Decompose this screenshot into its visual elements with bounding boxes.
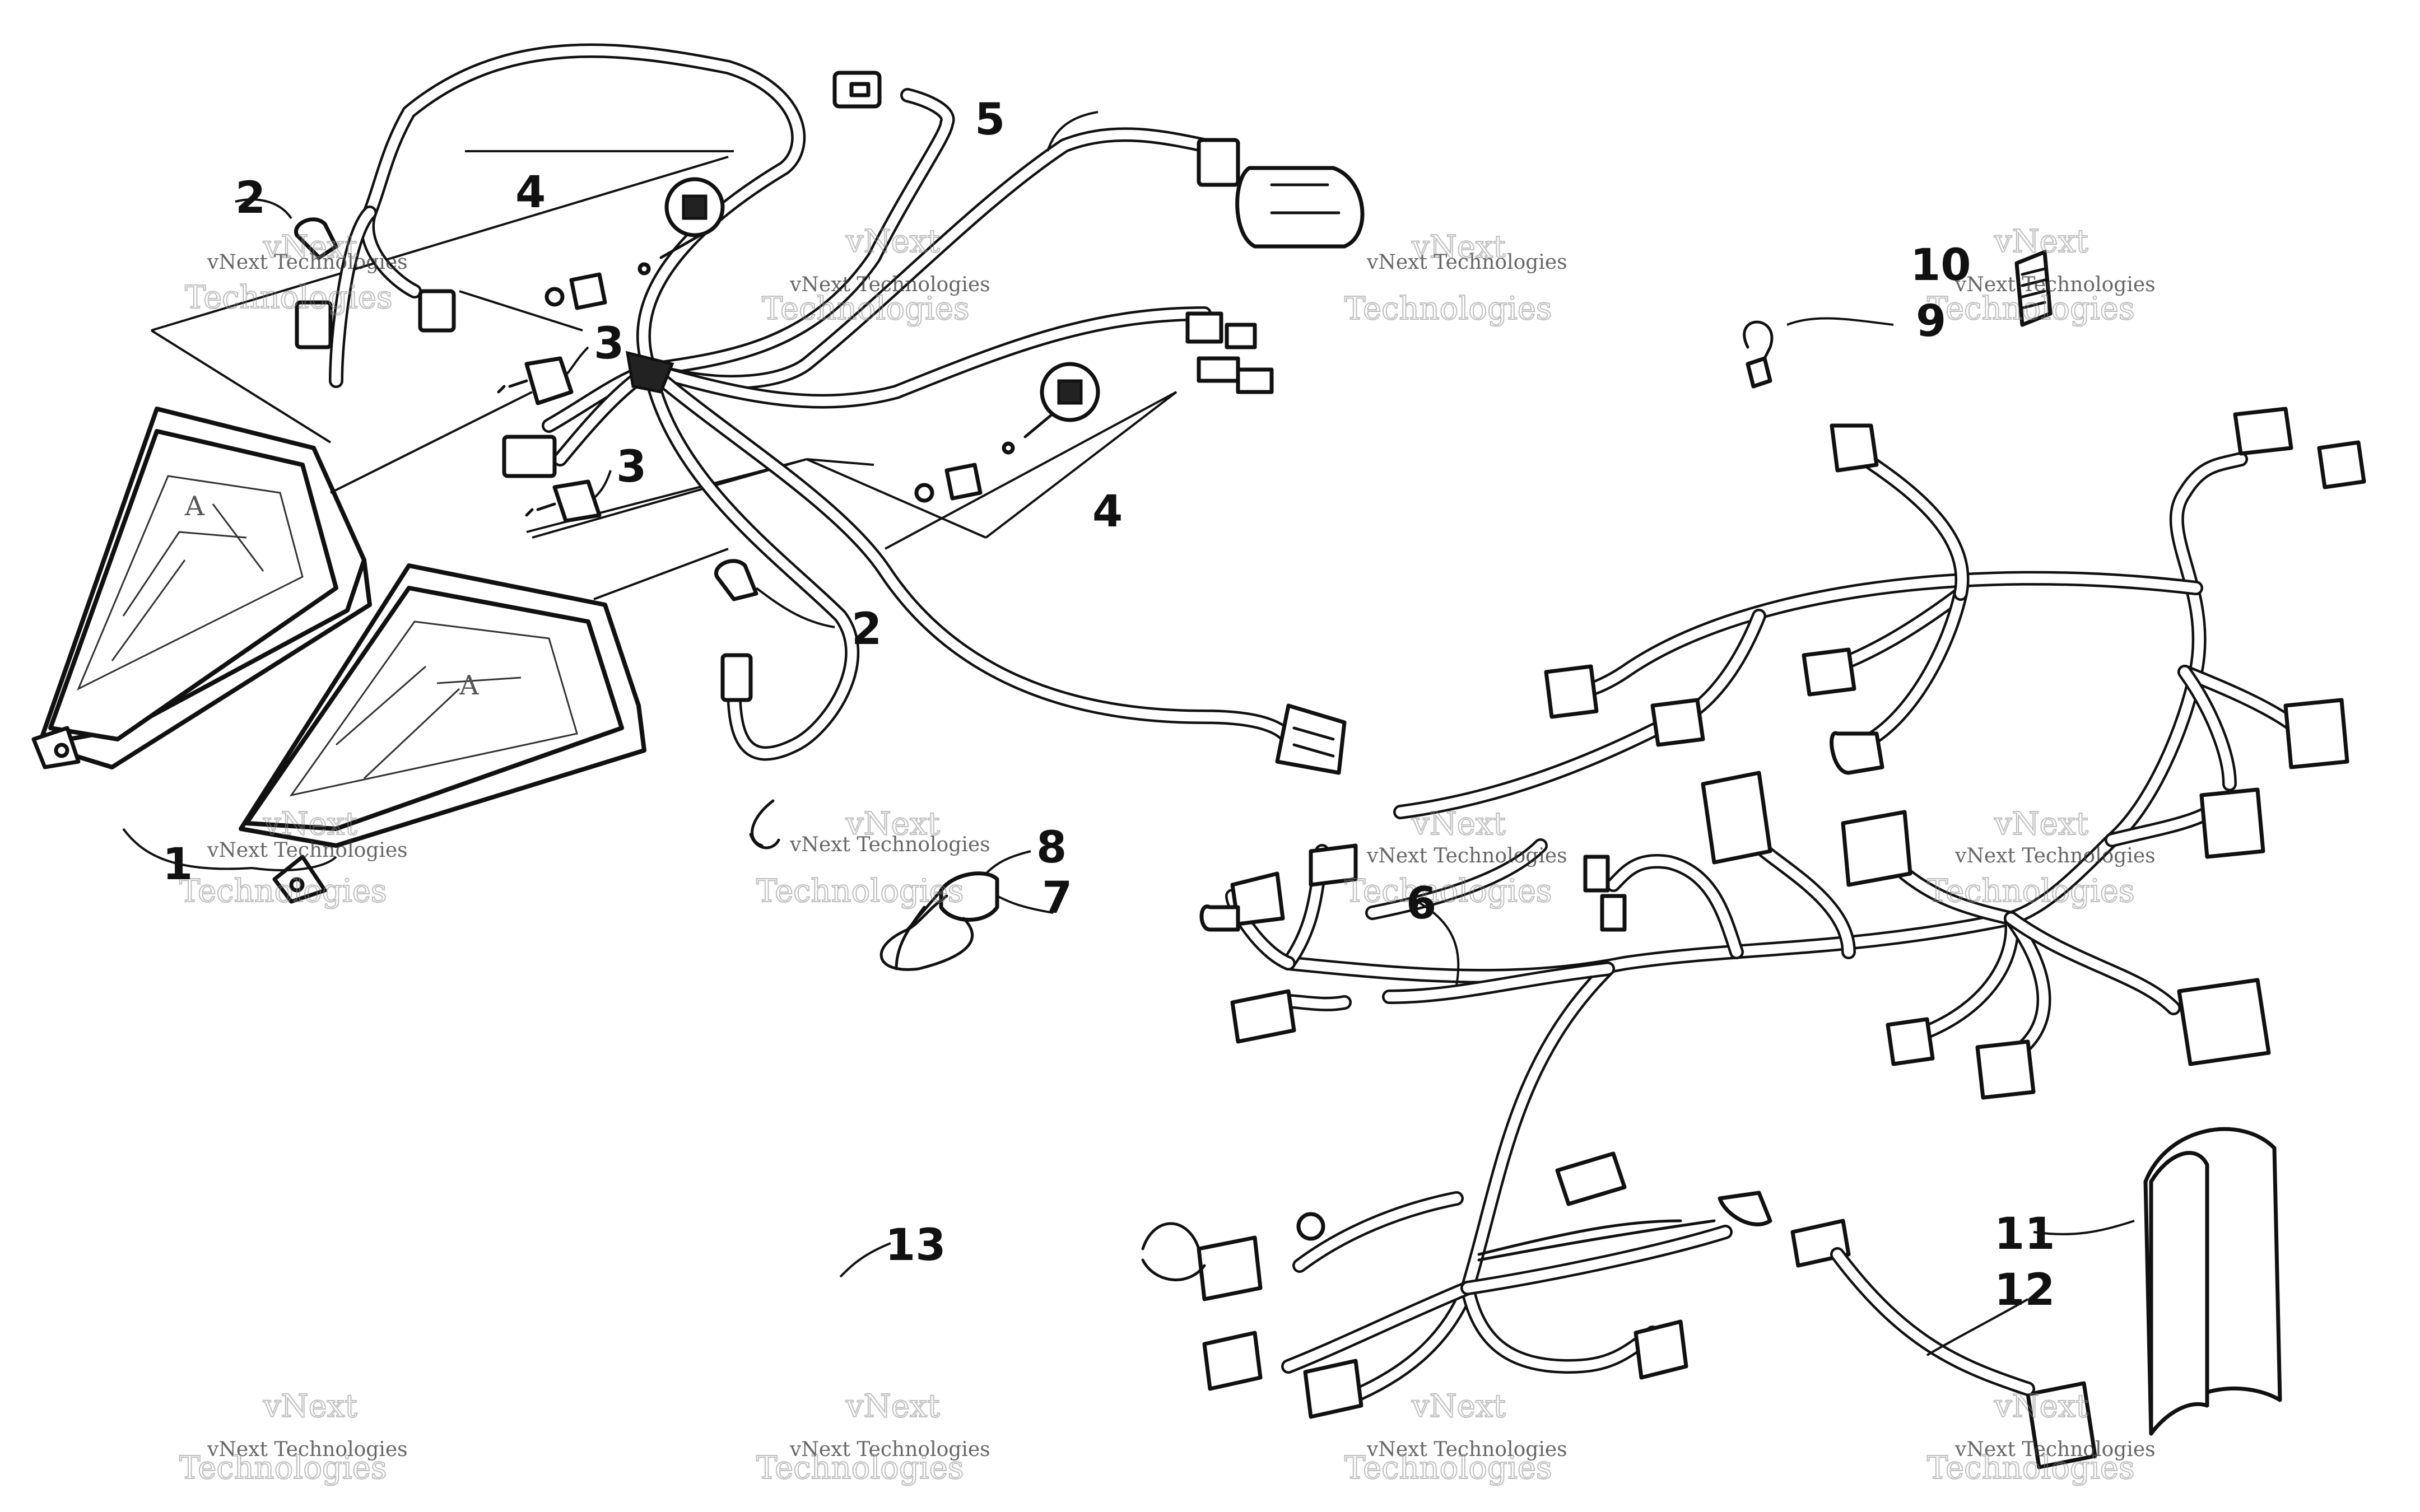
watermark-text: vNext Technologies (789, 1438, 990, 1461)
watermark-text: vNext (1994, 806, 2088, 842)
watermark-text: vNext Technologies (207, 1438, 408, 1461)
watermark-text: Technologies (756, 873, 964, 909)
exploded-view-lines (150, 150, 1178, 600)
watermark-text: vNext (1411, 806, 1506, 842)
callout-4b: 4 (1092, 487, 1123, 537)
main-harness (1197, 407, 2366, 1469)
callout-2b: 2 (851, 604, 882, 655)
leader-lines (122, 111, 2135, 1356)
watermark-text: vNext Technologies (1954, 273, 2156, 296)
watermark-text: Technologies (1927, 1450, 2135, 1486)
watermark-text: vNext Technologies (1366, 844, 1567, 867)
callout-12: 12 (1994, 1265, 2055, 1315)
watermark-text: vNext Technologies (789, 273, 990, 296)
watermark-text: vNext Technologies (1954, 844, 2156, 867)
watermark-text: vNext (845, 1388, 940, 1425)
callout-1: 1 (162, 839, 193, 890)
headlight-harness (295, 43, 1365, 775)
watermark-text: vNext (845, 806, 940, 842)
watermark-text: vNext (263, 229, 357, 265)
svg-text:A: A (184, 491, 205, 522)
watermark-text: Technologies (756, 1450, 964, 1486)
headlight-right: A (239, 563, 646, 904)
watermark-text: vNext (263, 1388, 357, 1425)
watermark-text: vNext Technologies (1366, 251, 1567, 274)
headlight-left: A (31, 407, 372, 769)
watermark-text: Technologies (1344, 873, 1552, 909)
callout-10: 10 (1910, 240, 1971, 291)
watermark-text: vNext (1411, 229, 1506, 265)
callout-4a: 4 (515, 167, 546, 218)
callout-9: 9 (1916, 296, 1946, 347)
watermark-text: vNext (1994, 1388, 2088, 1425)
callout-13: 13 (885, 1220, 946, 1271)
svg-text:A: A (459, 670, 480, 701)
callout-2a: 2 (235, 173, 266, 223)
loose-parts (749, 250, 2282, 1436)
watermark-text: vNext Technologies (789, 833, 990, 856)
callout-7: 7 (1042, 873, 1072, 923)
watermark-text: vNext (263, 806, 357, 842)
watermark-text: vNext (845, 223, 940, 260)
bulb-socket-group (294, 177, 1100, 601)
callout-3a: 3 (594, 319, 624, 369)
watermark-text: vNext Technologies (207, 839, 408, 862)
watermark-text: Technologies (762, 291, 970, 327)
watermark-text: Technologies (1344, 291, 1552, 327)
callout-labels: 1 2 2 3 3 4 4 5 6 7 8 9 10 11 12 13 (162, 95, 2055, 1315)
watermark-text: vNext Technologies (207, 251, 408, 274)
callout-8: 8 (1036, 823, 1067, 873)
watermark-text: vNext Technologies (1366, 1438, 1567, 1461)
callout-5: 5 (975, 95, 1005, 145)
watermark-text: Technologies (1344, 1450, 1552, 1486)
watermark-text: Technologies (179, 1450, 387, 1486)
watermark-text: vNext (1994, 223, 2088, 260)
watermarks: vNext Technologies vNext Technologies vN… (179, 223, 2156, 1487)
callout-3b: 3 (616, 442, 646, 492)
watermark-text: Technologies (179, 873, 387, 909)
watermark-text: Technologies (1927, 873, 2135, 909)
callout-6: 6 (1406, 879, 1436, 929)
watermark-text: vNext Technologies (1954, 1438, 2156, 1461)
watermark-text: Technologies (185, 279, 393, 316)
watermark-text: Technologies (1927, 291, 2135, 327)
callout-11: 11 (1994, 1209, 2055, 1259)
watermark-text: vNext (1411, 1388, 1506, 1425)
